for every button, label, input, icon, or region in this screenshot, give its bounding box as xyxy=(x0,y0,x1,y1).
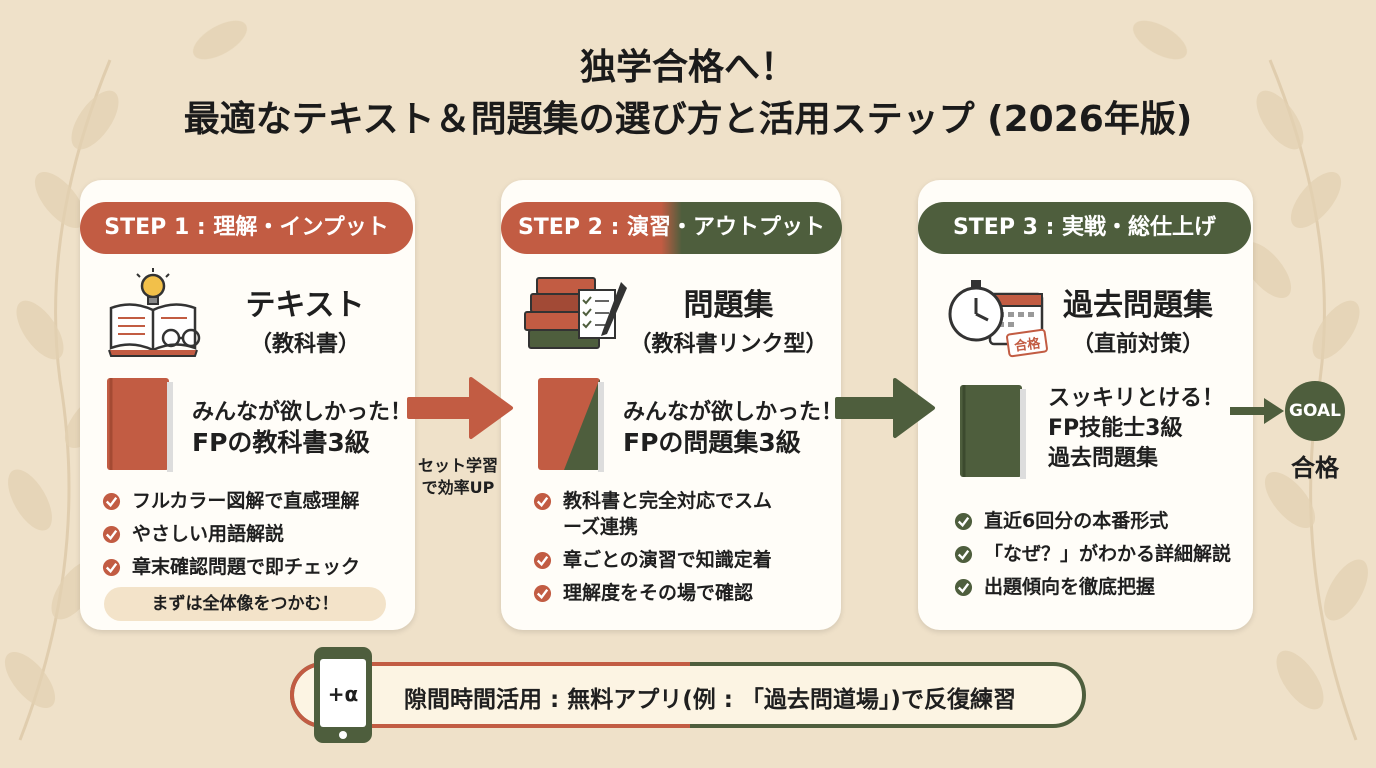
check-icon xyxy=(102,525,121,544)
step1-category: テキスト （教科書） xyxy=(225,280,385,358)
step1-feature-list: フルカラー図解で直感理解 やさしい用語解説 章末確認問題で即チェック xyxy=(102,488,360,587)
list-item: やさしい用語解説 xyxy=(102,521,360,547)
step1-card: STEP 1 : 理解・インプット テキスト （教科書） みんなが欲しかった！ … xyxy=(80,180,415,630)
step3-category-sub: （直前対策） xyxy=(1071,332,1204,357)
step2-category-title: 問題集 xyxy=(683,288,774,323)
step1-book-title: みんなが欲しかった！ FPの教科書3級 xyxy=(192,400,413,457)
list-item: 直近6回分の本番形式 xyxy=(954,508,1231,534)
open-book-lightbulb-icon xyxy=(108,268,201,357)
check-icon xyxy=(533,551,552,570)
step3-book-title: スッキリとける！ FP技能士3級 過去問題集 xyxy=(1048,386,1225,471)
smartphone-icon: +α xyxy=(314,647,372,743)
check-icon xyxy=(102,558,121,577)
stopwatch-calendar-icon: 合格 xyxy=(948,280,1048,358)
check-icon xyxy=(102,492,121,511)
stamp-text: 合格 xyxy=(1013,335,1042,355)
step1-note: まずは全体像をつかむ！ xyxy=(104,587,386,621)
check-icon xyxy=(954,512,973,531)
goal-label: 合格 xyxy=(1291,454,1339,482)
check-icon xyxy=(533,492,552,511)
step2-category-sub: （教科書リンク型） xyxy=(629,332,828,357)
bottom-banner-accent xyxy=(290,662,690,728)
step1-label: STEP 1 : 理解・インプット xyxy=(80,202,413,254)
list-item: 理解度をその場で確認 xyxy=(533,580,773,606)
textbook-book-icon xyxy=(107,378,173,472)
step2-category: 問題集 （教科書リンク型） xyxy=(621,280,836,358)
list-item: フルカラー図解で直感理解 xyxy=(102,488,360,514)
step2-book-title: みんなが欲しかった！ FPの問題集3級 xyxy=(623,400,844,457)
step3-card: STEP 3 : 実戦・総仕上げ 合格 過去問題集 （直前対策） スッキリとける… xyxy=(918,180,1253,630)
arrow-step1-to-step2 xyxy=(407,377,513,439)
list-item: 出題傾向を徹底把握 xyxy=(954,574,1231,600)
past-exam-book-icon xyxy=(960,385,1026,479)
step2-feature-list: 教科書と完全対応でスムーズ連携 章ごとの演習で知識定着 理解度をその場で確認 xyxy=(533,488,773,613)
set-study-note: セット学習 で効率UP xyxy=(417,456,498,497)
step2-label: STEP 2 : 演習・アウトプット xyxy=(501,202,842,254)
arrow-step2-to-step3 xyxy=(835,378,935,438)
list-item: 「なぜ？」がわかる詳細解説 xyxy=(954,541,1231,567)
book-stack-checklist-icon xyxy=(524,277,627,349)
workbook-book-icon xyxy=(538,378,604,472)
arrow-step3-to-goal xyxy=(1230,398,1284,424)
bottom-banner: 隙間時間活用 : 無料アプリ(例 : 「過去問道場」)で反復練習 xyxy=(290,662,1086,728)
bottom-banner-text: 隙間時間活用 : 無料アプリ(例 : 「過去問道場」)で反復練習 xyxy=(404,687,1016,713)
step2-card: STEP 2 : 演習・アウトプット 問題集 （教科書リンク型） みんなが欲しか… xyxy=(501,180,844,630)
step1-category-title: テキスト xyxy=(245,288,365,323)
step3-category-title: 過去問題集 xyxy=(1063,288,1213,323)
list-item: 章ごとの演習で知識定着 xyxy=(533,547,773,573)
step1-category-sub: （教科書） xyxy=(249,332,360,357)
page-title-line2: 最適なテキスト＆問題集の選び方と活用ステップ (2026年版) xyxy=(183,99,1193,140)
page-title-line1: 独学合格へ！ xyxy=(579,47,796,88)
step3-category: 過去問題集 （直前対策） xyxy=(1043,280,1233,358)
list-item: 章末確認問題で即チェック xyxy=(102,554,360,580)
step3-feature-list: 直近6回分の本番形式 「なぜ？」がわかる詳細解説 出題傾向を徹底把握 xyxy=(954,508,1231,607)
phone-label: +α xyxy=(328,682,359,706)
list-item: 教科書と完全対応でスムーズ連携 xyxy=(533,488,773,540)
check-icon xyxy=(954,545,973,564)
check-icon xyxy=(954,578,973,597)
step3-label: STEP 3 : 実戦・総仕上げ xyxy=(918,202,1251,254)
goal-badge: GOAL xyxy=(1285,381,1345,441)
check-icon xyxy=(533,584,552,603)
